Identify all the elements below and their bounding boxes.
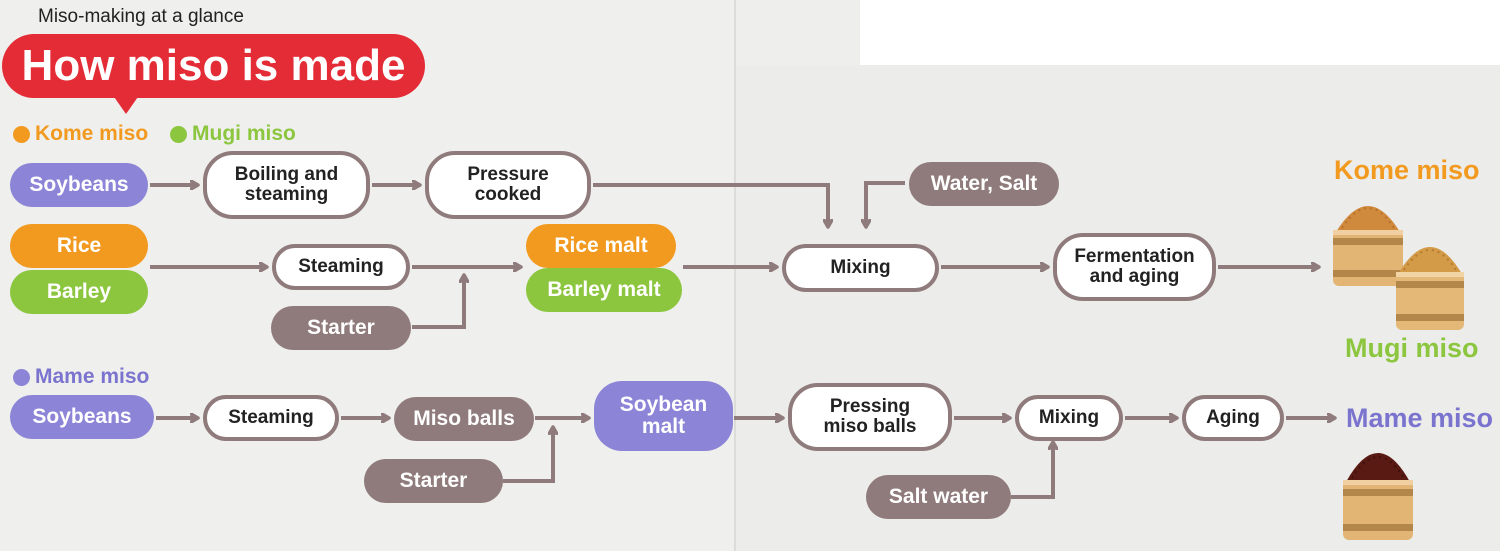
- node-water-salt: Water, Salt: [909, 162, 1059, 206]
- node-rice-malt: Rice malt: [526, 224, 676, 268]
- purple-dot-icon: [13, 368, 30, 386]
- node-barley: Barley: [10, 270, 148, 314]
- legend-kome: Kome miso: [13, 122, 148, 146]
- node-mixing-bottom: Mixing: [1015, 395, 1123, 441]
- node-salt-water: Salt water: [866, 475, 1011, 519]
- legend-kome-label: Kome miso: [35, 122, 149, 145]
- legend-mugi: Mugi miso: [170, 122, 296, 146]
- arrow-saltwater-mixing: [1011, 443, 1053, 499]
- arrow-water-mixing: [866, 181, 905, 226]
- node-pressure-cooked: Pressure cooked: [425, 151, 591, 219]
- mugi-miso-tub-icon: [1396, 247, 1464, 330]
- page-subtitle: Miso-making at a glance: [38, 6, 244, 27]
- arrow-pressure-mixing: [593, 183, 828, 226]
- result-mugi-label: Mugi miso: [1345, 333, 1479, 363]
- arrow-starter-steaming: [412, 276, 464, 329]
- mame-miso-tub-icon: [1343, 453, 1413, 540]
- node-starter-bottom: Starter: [364, 459, 503, 503]
- arrow-starter-soybeanmalt: [503, 428, 553, 483]
- orange-dot-icon: [13, 125, 30, 143]
- node-soybeans-bottom: Soybeans: [10, 395, 154, 439]
- page-corner: [860, 0, 1500, 65]
- page-fold: [734, 0, 736, 551]
- result-mame-label: Mame miso: [1346, 403, 1494, 433]
- node-rice: Rice: [10, 224, 148, 268]
- node-aging: Aging: [1182, 395, 1284, 441]
- node-pressing-miso-balls: Pressing miso balls: [788, 383, 952, 451]
- page-title: How miso is made: [2, 34, 425, 98]
- node-steaming-bottom: Steaming: [203, 395, 339, 441]
- node-starter-top: Starter: [271, 306, 411, 350]
- node-boiling-steaming: Boiling and steaming: [203, 151, 370, 219]
- legend-mugi-label: Mugi miso: [192, 122, 296, 145]
- node-soybeans-top: Soybeans: [10, 163, 148, 207]
- legend-mame-label: Mame miso: [35, 365, 150, 388]
- node-miso-balls: Miso balls: [394, 397, 534, 441]
- node-steaming-top: Steaming: [272, 244, 410, 290]
- node-fermentation-aging: Fermentation and aging: [1053, 233, 1216, 301]
- node-soybean-malt: Soybean malt: [594, 381, 733, 451]
- node-mixing-top: Mixing: [782, 244, 939, 292]
- green-dot-icon: [170, 125, 187, 143]
- node-barley-malt: Barley malt: [526, 268, 682, 312]
- legend-mame: Mame miso: [13, 365, 149, 389]
- kome-miso-tub-icon: [1333, 206, 1403, 286]
- banner-pointer: [112, 94, 140, 114]
- result-kome-label: Kome miso: [1334, 155, 1480, 185]
